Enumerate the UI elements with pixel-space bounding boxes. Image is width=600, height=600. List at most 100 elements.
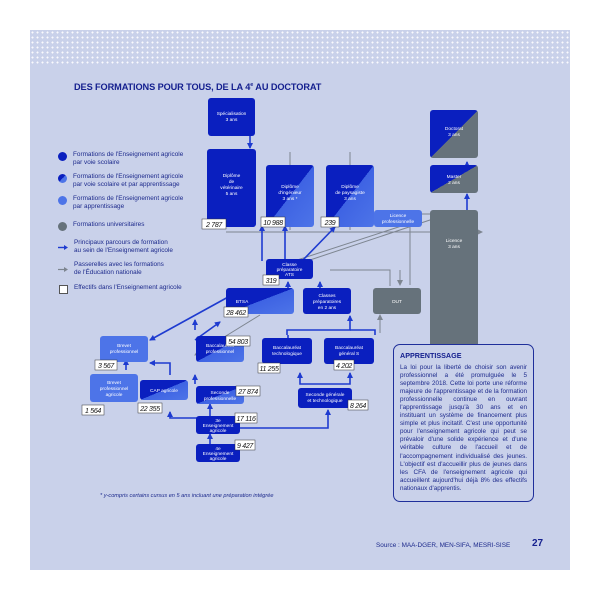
svg-text:général S: général S — [339, 351, 360, 357]
svg-text:professionnel: professionnel — [206, 349, 235, 355]
count-classe-prep-ats: 319 — [262, 274, 280, 286]
svg-text:Spécialisation: Spécialisation — [217, 111, 247, 117]
svg-text:10 988: 10 988 — [263, 220, 283, 227]
apprentissage-box: APPRENTISSAGE La loi pour la liberté de … — [393, 344, 534, 502]
svg-text:8 264: 8 264 — [350, 403, 366, 410]
svg-text:Classe: Classe — [282, 262, 297, 268]
count-cap-agricole: 22 355 — [137, 402, 163, 414]
formation-flowchart: Spécialisation 3 ans Diplôme de vétérina… — [81, 98, 483, 462]
svg-text:9 427: 9 427 — [237, 443, 254, 450]
page-number: 27 — [532, 538, 544, 549]
node-troisieme: 3e Enseignement agricole — [196, 416, 240, 434]
count-troisieme: 17 116 — [234, 412, 258, 424]
svg-text:4e: 4e — [215, 446, 221, 452]
count-veterinaire: 2 787 — [201, 218, 227, 230]
svg-text:3 ans *: 3 ans * — [283, 196, 298, 202]
svg-text:technologique: technologique — [272, 351, 302, 357]
svg-text:professionnelle: professionnelle — [382, 219, 415, 225]
grey-arrow-icon — [58, 261, 68, 272]
grey-dot-icon — [58, 222, 67, 231]
node-seconde-pro: Seconde professionnelle — [196, 386, 244, 404]
svg-text:préparatoire: préparatoire — [277, 267, 303, 273]
node-quatrieme: 4e Enseignement agricole — [196, 444, 240, 462]
count-paysagiste: 239 — [320, 216, 340, 228]
svg-text:Baccalauréat: Baccalauréat — [273, 345, 302, 351]
light-blue-dot-icon — [58, 196, 67, 205]
svg-text:3 ans: 3 ans — [226, 117, 238, 123]
svg-text:ATS: ATS — [285, 272, 294, 278]
svg-text:28 462: 28 462 — [225, 310, 246, 317]
svg-text:CAP agricole: CAP agricole — [150, 388, 178, 394]
dark-blue-dot-icon — [58, 152, 67, 161]
svg-text:5 ans: 5 ans — [226, 191, 238, 197]
node-veterinaire: Diplôme de vétérinaire 5 ans — [207, 149, 256, 227]
svg-text:3 567: 3 567 — [98, 363, 115, 370]
svg-text:Diplôme: Diplôme — [341, 184, 359, 190]
svg-text:agricole: agricole — [210, 456, 227, 462]
svg-text:Classes: Classes — [318, 293, 336, 299]
count-bac-pro: 54 803 — [225, 335, 251, 347]
svg-text:4 202: 4 202 — [336, 363, 352, 370]
node-seconde-gen: Seconde générale et technologique — [298, 388, 352, 408]
svg-text:d'ingénieur: d'ingénieur — [278, 190, 302, 196]
svg-text:Licence: Licence — [446, 238, 463, 244]
svg-text:2 787: 2 787 — [205, 222, 223, 229]
page-title: DES FORMATIONS POUR TOUS, DE LA 4e AU DO… — [74, 82, 322, 93]
count-brevet-pro-agricole: 1 564 — [81, 404, 105, 416]
svg-text:239: 239 — [324, 220, 336, 227]
white-square-icon — [59, 285, 68, 294]
svg-text:et technologique: et technologique — [307, 398, 343, 404]
node-cap-agricole: CAP agricole — [140, 380, 188, 400]
svg-text:27 874: 27 874 — [237, 389, 258, 396]
count-bac-techno: 11 255 — [257, 362, 281, 374]
count-btsa: 28 462 — [223, 306, 249, 318]
dotted-header-band — [30, 30, 570, 64]
svg-text:Diplôme: Diplôme — [223, 173, 241, 179]
svg-text:Doctorat: Doctorat — [445, 126, 464, 132]
svg-text:Enseignement: Enseignement — [203, 451, 234, 457]
svg-text:Brevet: Brevet — [107, 380, 122, 386]
node-brevet-pro-agricole: Brevet professionnel agricole — [90, 374, 138, 402]
node-licence: Licence 3 ans — [430, 210, 478, 348]
apprentissage-text: La loi pour la liberté de choisir son av… — [400, 364, 527, 492]
count-quatrieme: 9 427 — [234, 439, 256, 451]
source-note: Source : MAA-DGER, MEN-SIFA, MESRI-SISE — [376, 542, 511, 549]
svg-text:professionnel: professionnel — [110, 349, 139, 355]
svg-text:17 116: 17 116 — [236, 416, 255, 423]
node-ingenieur: Diplôme d'ingénieur 3 ans * — [266, 165, 314, 227]
node-bac-s: Baccalauréat général S — [324, 338, 374, 364]
node-licence-pro: Licence professionnelle — [374, 210, 422, 227]
count-bac-s: 4 202 — [333, 359, 355, 371]
node-classes-prep: Classes préparatoires en 2 ans — [303, 288, 351, 314]
parcours-connectors — [123, 136, 470, 444]
node-classe-prep-ats: Classe préparatoire ATS — [266, 259, 313, 279]
svg-text:3 ans: 3 ans — [448, 244, 460, 250]
svg-text:Seconde générale: Seconde générale — [306, 392, 345, 398]
svg-text:professionnel: professionnel — [100, 386, 129, 392]
svg-text:2 ans: 2 ans — [448, 180, 460, 186]
svg-text:agricole: agricole — [210, 428, 227, 434]
node-dut: DUT — [373, 288, 421, 314]
svg-text:319: 319 — [266, 278, 277, 285]
count-ingenieur: 10 988 — [260, 216, 286, 228]
svg-text:DUT: DUT — [392, 299, 402, 305]
blue-arrow-icon — [58, 239, 68, 250]
svg-text:de paysagiste: de paysagiste — [335, 190, 365, 196]
svg-text:1 564: 1 564 — [85, 408, 101, 415]
apprentissage-title: APPRENTISSAGE — [400, 351, 462, 360]
svg-text:vétérinaire: vétérinaire — [220, 185, 243, 191]
svg-text:Enseignement: Enseignement — [203, 423, 234, 429]
legend-item-universitaires: Formations universitaires — [58, 221, 233, 231]
svg-text:3 ans: 3 ans — [344, 196, 356, 202]
node-brevet-pro: Brevet professionnel — [100, 336, 148, 362]
page-panel: DES FORMATIONS POUR TOUS, DE LA 4e AU DO… — [30, 30, 570, 570]
svg-text:3 ans: 3 ans — [448, 132, 460, 138]
svg-text:en 2 ans: en 2 ans — [318, 305, 337, 311]
svg-text:Baccalauréat: Baccalauréat — [206, 343, 235, 349]
svg-text:Seconde: Seconde — [211, 390, 230, 396]
count-seconde-gen: 8 264 — [347, 399, 369, 411]
